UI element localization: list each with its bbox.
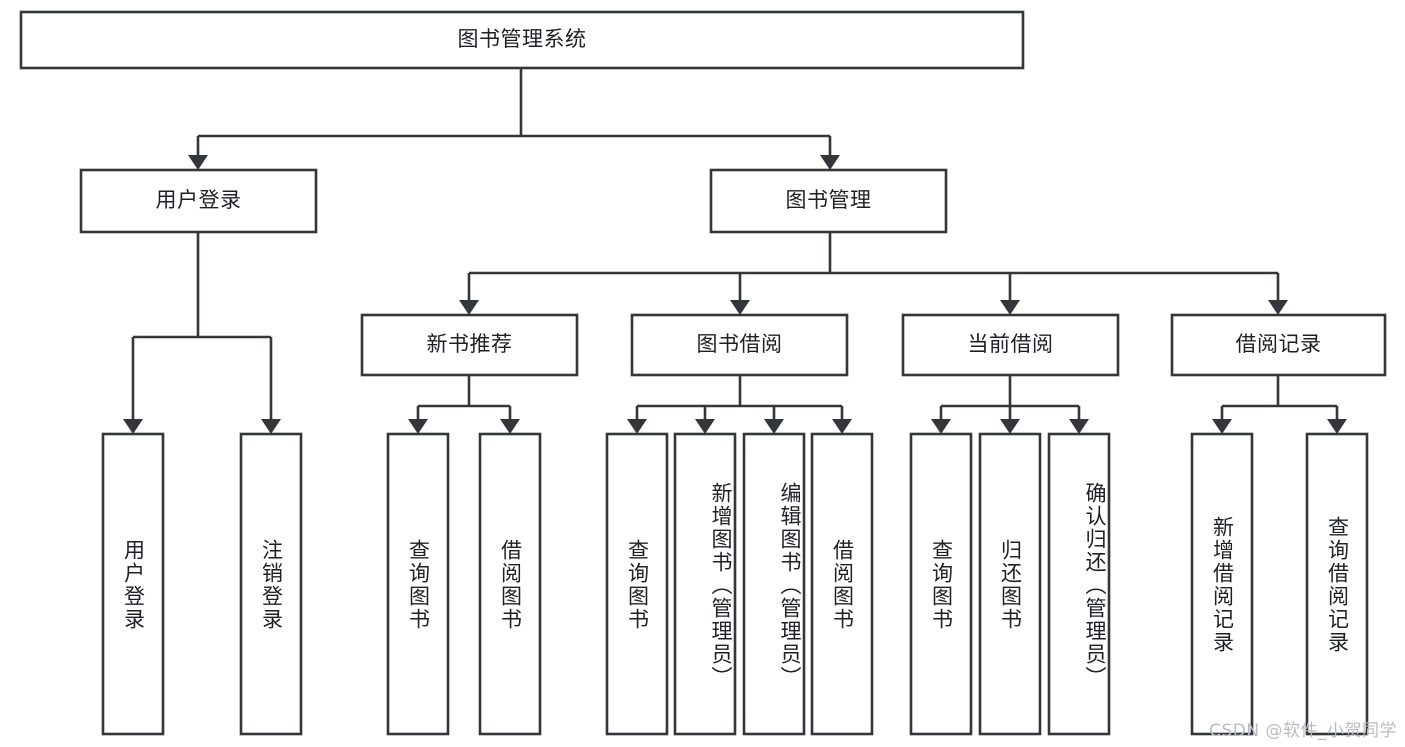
connector-userlogin-to-leaves: [123, 232, 281, 434]
leaf-record-add[interactable]: [1190, 432, 1254, 736]
leaf-current-query-book[interactable]: [909, 432, 973, 736]
leaf-record-query[interactable]: [1305, 432, 1369, 736]
leaf-borrow-edit-book[interactable]: [742, 432, 806, 736]
node-user-login[interactable]: [79, 168, 318, 234]
leaf-new-query-book[interactable]: [386, 432, 450, 736]
connector-root-to-level2: [188, 68, 840, 170]
connector-bookmgmt-to-level3: [459, 232, 1288, 315]
leaf-user-login[interactable]: [101, 432, 165, 736]
watermark-text: CSDN @软件_小贺同学: [1209, 721, 1397, 741]
connector-borrowbooks-to-leaves: [627, 375, 852, 434]
leaf-borrow-query-book[interactable]: [605, 432, 669, 736]
connector-currentborrow-to-leaves: [931, 375, 1089, 434]
node-root[interactable]: [19, 10, 1025, 70]
node-current-borrow[interactable]: [901, 313, 1120, 377]
node-new-book-recommend[interactable]: [360, 313, 579, 377]
node-borrow-record[interactable]: [1170, 313, 1387, 377]
leaf-user-logout[interactable]: [239, 432, 303, 736]
node-book-management[interactable]: [709, 168, 948, 234]
leaf-borrow-add-book[interactable]: [673, 432, 737, 736]
connector-borrowrecords-to-leaves: [1212, 375, 1347, 434]
leaf-new-borrow-book[interactable]: [478, 432, 542, 736]
leaf-current-return-book[interactable]: [978, 432, 1042, 736]
leaf-borrow-borrow-book[interactable]: [810, 432, 874, 736]
leaf-current-confirm-return[interactable]: [1047, 432, 1111, 736]
node-book-borrow[interactable]: [630, 313, 849, 377]
connector-newbooks-to-leaves: [408, 375, 520, 434]
